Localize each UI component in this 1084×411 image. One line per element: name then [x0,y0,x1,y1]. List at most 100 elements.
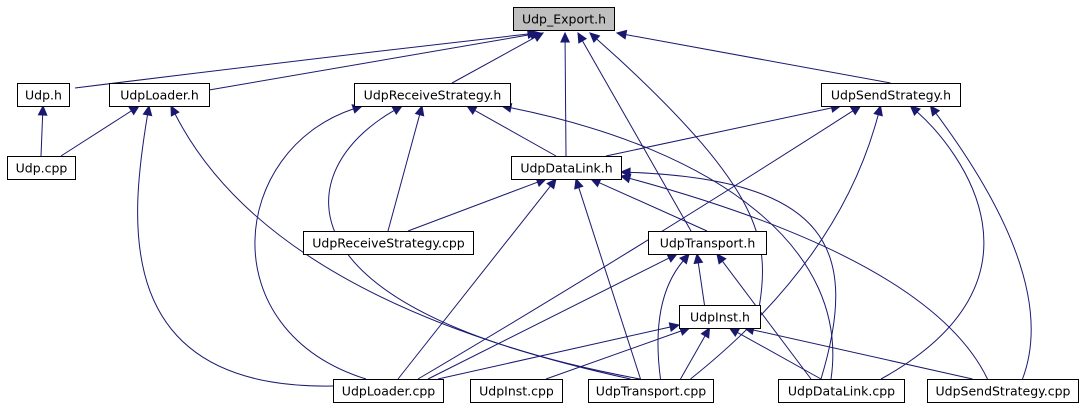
edge-udpdatalink-cpp-to-udpinst-h [728,327,822,380]
node-box[interactable] [109,83,210,107]
edge-line [417,110,854,380]
node-box[interactable] [648,231,767,255]
arrow-head-icon [909,105,921,117]
arrow-head-icon [532,32,545,42]
edge-line [680,335,706,380]
arrow-head-icon [716,253,727,265]
edge-udpdatalink-cpp-to-udpsendstrategy-h [880,105,985,380]
arrow-head-icon [615,29,628,40]
edge-udploader-cpp-to-udpsendstrategy-h [417,105,862,380]
edge-line [578,187,641,380]
edge-udpsendstrategy-cpp-to-udpdatalink-h [619,173,988,380]
edge-line [599,182,708,232]
edge-udptransport-cpp-to-udpdatalink-h [574,177,641,380]
edge-line [437,326,671,380]
edge-line [545,330,682,380]
edge-line [397,185,551,380]
edge-udpinst-h-to-udptransport-h [693,252,705,306]
node-box[interactable] [7,156,76,180]
node-udpsendstrategy-cpp[interactable]: UdpSendStrategy.cpp [927,379,1079,403]
arrow-head-icon [929,105,941,117]
node-box[interactable] [511,156,622,180]
node-label: UdpSendStrategy.h [831,88,951,103]
edge-line [582,40,692,232]
node-udpdatalink-cpp[interactable]: UdpDataLink.cpp [778,379,905,403]
node-box[interactable] [17,83,70,107]
edge-line [137,114,334,387]
node-udpinst-cpp[interactable]: UdpInst.cpp [470,379,563,403]
node-label: UdpTransport.h [660,236,756,251]
edge-line [690,114,879,380]
edge-line [880,111,985,380]
node-udpreceivestrategy-cpp[interactable]: UdpReceiveStrategy.cpp [303,231,474,255]
edge-udp-cpp-to-udploader-h [60,105,140,157]
node-box[interactable] [821,83,961,107]
arrow-head-icon [873,104,883,117]
edge-line [40,114,44,157]
node-box[interactable] [679,305,761,329]
arrow-head-icon [391,105,404,116]
node-label: Udp.h [25,88,62,103]
edge-udploader-h-to-udp-export-h [208,29,542,91]
node-label: UdpDataLink.h [520,161,612,176]
node-udp-export-h[interactable]: Udp_Export.h [513,7,615,31]
edge-udp-h-to-udp-export-h [74,29,539,89]
edge-line [510,107,834,380]
edge-line [935,112,1032,380]
arrow-head-icon [668,322,681,332]
arrow-head-icon [546,178,557,190]
edge-udpsendstrategy-cpp-to-udpinst-h [743,325,973,380]
node-box[interactable] [333,379,444,403]
edge-udptransport-cpp-to-udpinst-h [680,326,711,380]
node-box[interactable] [927,379,1079,403]
edge-line [625,34,891,84]
node-udpdatalink-h[interactable]: UdpDataLink.h [511,156,622,180]
node-udpsendstrategy-h[interactable]: UdpSendStrategy.h [821,83,961,107]
node-udp-h[interactable]: Udp.h [17,83,70,107]
arrow-head-icon [619,173,632,184]
node-box[interactable] [778,379,905,403]
edge-udptransport-h-to-udpdatalink-h [589,178,708,232]
edge-udpdatalink-h-to-udp-export-h [560,31,571,157]
node-box[interactable] [354,83,511,107]
edge-line [737,331,822,380]
edge-udpsendstrategy-h-to-udp-export-h [615,29,891,84]
node-udploader-cpp[interactable]: UdpLoader.cpp [333,379,444,403]
node-box[interactable] [588,379,714,403]
edge-line [753,329,973,380]
node-label: UdpLoader.h [120,88,199,103]
edge-line [474,109,557,157]
node-label: UdpTransport.cpp [596,384,706,399]
edge-udploader-cpp-to-udpdatalink-h [397,178,557,380]
arrow-head-icon [728,327,741,337]
arrow-head-icon [577,31,588,44]
edge-line [254,108,367,380]
arrow-head-icon [170,104,180,117]
node-udpinst-h[interactable]: UdpInst.h [679,305,761,329]
edge-udploader-cpp-to-udpinst-h [437,322,681,380]
edge-line [208,34,532,91]
arrow-head-icon [700,326,711,339]
edge-udp-cpp-to-udp-h [37,104,48,157]
edge-line [387,114,421,232]
node-box[interactable] [470,379,563,403]
node-box[interactable] [303,231,474,255]
edge-line [427,257,670,380]
node-udploader-h[interactable]: UdpLoader.h [109,83,210,107]
node-box[interactable] [513,7,615,31]
edge-udpreceivestrategy-h-to-udp-export-h [451,32,545,84]
node-label: Udp_Export.h [522,12,606,27]
arrow-head-icon [560,31,571,43]
edge-line [657,260,684,380]
edge-udpdatalink-h-to-udpreceivestrategy-h [465,105,557,157]
node-udptransport-h[interactable]: UdpTransport.h [648,231,767,255]
node-udptransport-cpp[interactable]: UdpTransport.cpp [588,379,714,403]
arrow-head-icon [465,105,478,115]
arrow-head-icon [666,253,679,263]
node-udp-cpp[interactable]: Udp.cpp [7,156,76,180]
node-udpreceivestrategy-h[interactable]: UdpReceiveStrategy.h [354,83,511,107]
edge-udpdatalink-cpp-to-udptransport-h [716,253,812,380]
edge-line [564,41,567,157]
edge-line [722,260,812,380]
